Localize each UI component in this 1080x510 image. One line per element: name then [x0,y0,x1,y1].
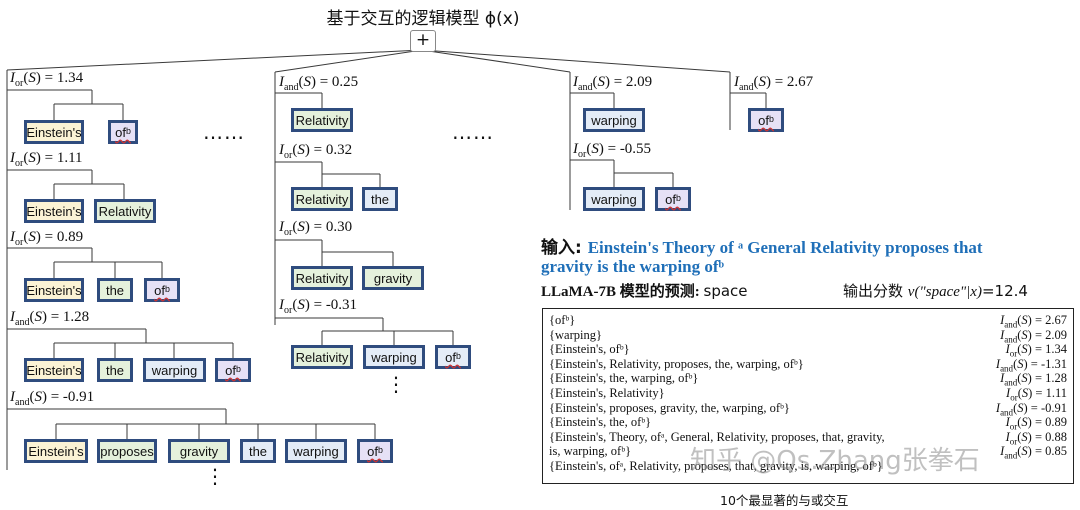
word-box-proposes: proposes [97,439,157,463]
label-c3-1: Iand(S) = 2.09 [573,74,653,93]
word-box-the: the [97,278,133,302]
table-row-set: is, warping, ofᵇ} [549,444,632,459]
ellipsis: …… [203,120,245,144]
word-box-of: ofᵇ [215,358,251,382]
table-row-set: {warping} [549,327,602,342]
output-score: 输出分数 v("space"|x)=12.4 [843,280,1028,301]
label-c2-3: Ior(S) = 0.30 [279,219,353,238]
connector-line [421,49,731,73]
word-box-einsteins: Einstein's [24,120,84,144]
score-expr: v("space"|x) [907,284,982,300]
word-box-warping: warping [363,345,425,369]
label-c2-4: Ior(S) = -0.31 [279,297,358,316]
table-row-set: {Einstein's, Relativity, proposes, the, … [549,356,804,371]
word-box-warping: warping [583,108,645,132]
watermark: 知乎 @Qs.Zhang张拳石 [690,446,980,476]
table-row-set: {Einstein's, the, warping, ofᵇ} [549,371,699,386]
table-row-value: Iand(S) = 2.67 [1000,313,1067,330]
table-row-set: {ofᵇ} [549,313,576,327]
word-box-the: the [240,439,276,463]
word-box-relativity: Relativity [291,266,353,290]
word-box-einsteins: Einstein's [24,199,84,223]
table-row-set: {Einstein's, ofᵇ} [549,342,630,357]
connector-line [274,49,423,73]
label-c2-1: Iand(S) = 0.25 [279,74,359,93]
table-row-value: Iand(S) = -1.31 [995,356,1067,374]
table-row-value: Ior(S) = 0.88 [1005,429,1067,447]
table-row-set: {Einstein's, the, ofᵇ} [549,415,652,430]
word-box-of: ofᵇ [357,439,393,463]
input-prefix: 输入: [541,238,588,258]
label-c1-1: Ior(S) = 1.34 [10,70,84,89]
word-box-warping: warping [583,187,645,211]
label-c3-2: Ior(S) = -0.55 [573,141,652,160]
word-box-of: ofᵇ [144,278,180,302]
plus-node: + [410,30,436,52]
table-row-value: Iand(S) = -0.91 [995,400,1067,418]
table-row-set: {Einstein's, proposes, gravity, the, war… [549,400,790,415]
label-c1-5: Iand(S) = -0.91 [10,389,95,408]
input-line-1: 输入: Einstein's Theory of ᵃ General Relat… [541,233,983,258]
label-c1-3: Ior(S) = 0.89 [10,229,84,248]
label-c1-4: Iand(S) = 1.28 [10,309,90,328]
table-row-value: Iand(S) = 2.09 [1000,327,1067,345]
model-name: LLaMA-7B [541,284,616,300]
prediction-line: LLaMA-7B 模型的预测: space [541,280,748,301]
word-box-relativity: Relativity [94,199,156,223]
word-box-the: the [362,187,398,211]
word-box-gravity: gravity [168,439,230,463]
table-row-set: {Einstein's, Theory, ofᵃ, General, Relat… [549,429,885,444]
score-value: =12.4 [981,282,1028,300]
vertical-ellipsis: ⋮ [205,464,225,488]
label-c2-2: Ior(S) = 0.32 [279,142,353,161]
input-text-2: gravity is the warping ofᵇ [541,257,725,276]
table-row-value: Iand(S) = 1.28 [1000,371,1067,388]
word-box-warping: warping [143,358,206,382]
word-box-einsteins: Einstein's [24,278,84,302]
connector-line [6,49,423,71]
input-text-1: Einstein's Theory of ᵃ General Relativit… [587,238,983,257]
word-box-relativity: Relativity [291,345,353,369]
word-box-warping: warping [285,439,347,463]
score-label: 输出分数 [843,282,908,300]
connector-line [421,49,571,73]
table-row-value: Ior(S) = 1.34 [1005,342,1067,359]
interaction-table: {ofᵇ} Iand(S) = 2.67 {warping} Iand(S) = 2.… [542,308,1074,484]
word-box-the: the [97,358,133,382]
label-c1-2: Ior(S) = 1.11 [10,150,83,169]
word-box-of: ofᵇ [435,345,471,369]
prediction-value: space [703,282,748,300]
table-row-value: Ior(S) = 1.11 [1006,386,1067,403]
word-box-einsteins: Einstein's [24,358,84,382]
word-box-relativity: Relativity [291,187,353,211]
word-box-of: ofᵇ [108,120,138,144]
word-box-gravity: gravity [362,266,424,290]
label-c4-1: Iand(S) = 2.67 [734,74,814,93]
word-box-einsteins: Einstein's [24,439,88,463]
table-row-set: {Einstein's, Relativity} [549,386,665,400]
word-box-relativity: Relativity [291,108,353,132]
ellipsis: …… [452,120,494,144]
table-row-value: Iand(S) = 0.85 [1000,444,1067,461]
table-caption: 10个最显著的与或交互 [720,493,849,508]
diagram-title: 基于交互的逻辑模型 ϕ(x) [326,9,520,29]
word-box-of: ofᵇ [655,187,691,211]
word-box-of: ofᵇ [748,108,784,132]
table-row-value: Ior(S) = 0.89 [1005,415,1067,432]
prediction-label: 模型的预测: [616,284,704,300]
vertical-ellipsis: ⋮ [386,372,406,396]
table-row-set: {Einstein's, ofᵃ, Relativity, proposes, … [549,459,883,473]
